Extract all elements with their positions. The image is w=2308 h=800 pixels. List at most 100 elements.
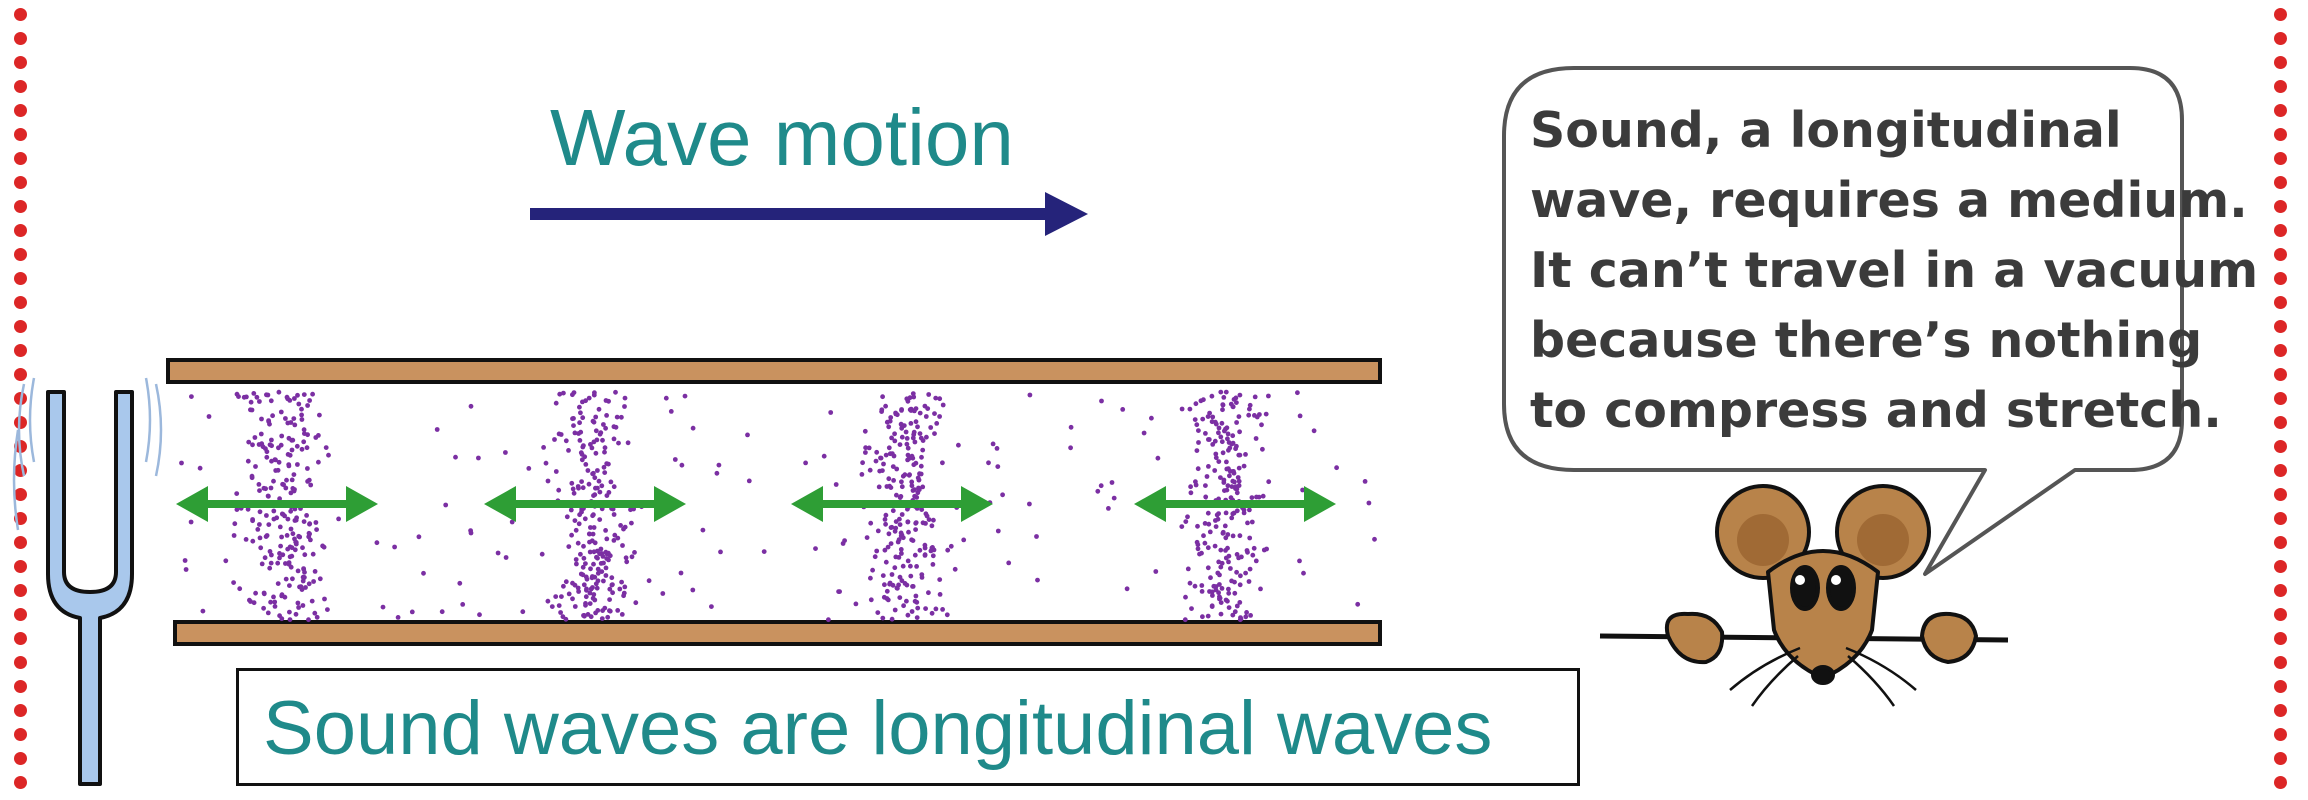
border-dot bbox=[2274, 8, 2287, 21]
air-particle bbox=[283, 561, 288, 566]
air-particle bbox=[952, 566, 958, 572]
air-particle bbox=[256, 482, 262, 487]
air-particle bbox=[1220, 407, 1225, 413]
air-particle bbox=[913, 527, 918, 532]
air-particles bbox=[179, 389, 1377, 623]
air-particle bbox=[875, 528, 881, 534]
air-particle bbox=[919, 454, 924, 460]
border-dot bbox=[14, 704, 27, 717]
air-particle bbox=[1224, 459, 1229, 465]
air-particle bbox=[1212, 438, 1218, 444]
air-particle bbox=[761, 549, 767, 554]
air-particle bbox=[1230, 433, 1236, 439]
air-particle bbox=[602, 445, 608, 451]
air-particle bbox=[1196, 428, 1201, 433]
air-particle bbox=[268, 599, 273, 605]
air-particle bbox=[1311, 428, 1317, 434]
air-particle bbox=[526, 466, 532, 471]
border-dot bbox=[2274, 656, 2287, 669]
air-particle bbox=[1243, 614, 1249, 620]
air-particle bbox=[1213, 584, 1219, 589]
air-particle bbox=[917, 410, 923, 416]
border-dot bbox=[2274, 56, 2287, 69]
air-particle bbox=[842, 538, 847, 543]
air-particle bbox=[261, 605, 266, 611]
air-particle bbox=[280, 512, 286, 517]
air-particle bbox=[1199, 550, 1204, 556]
air-particle bbox=[1192, 417, 1198, 422]
air-particle bbox=[1153, 569, 1159, 574]
air-particle bbox=[559, 594, 564, 599]
air-particle bbox=[251, 391, 257, 396]
air-particle bbox=[250, 517, 256, 522]
air-particle bbox=[940, 402, 946, 408]
air-particle bbox=[940, 607, 945, 612]
air-particle bbox=[1208, 575, 1213, 581]
air-particle bbox=[668, 409, 674, 414]
air-particle bbox=[915, 475, 921, 481]
air-particle bbox=[897, 495, 903, 500]
air-particle bbox=[285, 396, 291, 402]
air-particle bbox=[1241, 507, 1247, 513]
air-particle bbox=[678, 570, 684, 576]
air-particle bbox=[1216, 559, 1222, 565]
air-particle bbox=[1068, 424, 1074, 430]
air-particle bbox=[937, 396, 943, 402]
air-particle bbox=[874, 449, 880, 455]
air-particle bbox=[563, 579, 569, 585]
air-particle bbox=[1218, 434, 1224, 440]
air-particle bbox=[277, 496, 282, 502]
air-particle bbox=[1248, 613, 1253, 618]
air-particle bbox=[878, 455, 884, 461]
air-particle bbox=[619, 612, 625, 617]
air-particle bbox=[1212, 468, 1218, 473]
air-particle bbox=[1206, 521, 1212, 527]
air-particle bbox=[901, 603, 906, 609]
air-particle bbox=[563, 616, 569, 622]
air-particle bbox=[1195, 546, 1201, 552]
air-particle bbox=[610, 590, 615, 596]
air-particle bbox=[553, 594, 559, 599]
air-particle bbox=[1230, 469, 1236, 474]
air-particle bbox=[620, 543, 625, 548]
air-particle bbox=[893, 554, 899, 560]
air-particle bbox=[581, 613, 586, 618]
air-particle bbox=[907, 395, 913, 401]
air-particle bbox=[1200, 416, 1206, 422]
air-particle bbox=[1237, 600, 1243, 605]
air-particle bbox=[304, 513, 309, 518]
air-particle bbox=[1218, 600, 1224, 605]
air-particle bbox=[593, 414, 599, 420]
air-particle bbox=[272, 457, 278, 462]
air-particle bbox=[1216, 430, 1221, 436]
air-particle bbox=[613, 389, 618, 395]
air-particle bbox=[288, 420, 294, 425]
air-particle bbox=[311, 579, 316, 584]
air-particle bbox=[905, 612, 911, 618]
air-particle bbox=[439, 609, 445, 615]
air-particle bbox=[1124, 586, 1130, 592]
air-particle bbox=[923, 606, 928, 611]
speech-line: because there’s nothing bbox=[1530, 312, 2203, 369]
air-particle bbox=[633, 600, 639, 606]
tuning-fork-icon bbox=[12, 377, 163, 786]
air-particle bbox=[940, 460, 945, 466]
air-particle bbox=[821, 453, 827, 459]
air-particle bbox=[1192, 583, 1198, 589]
oscillation-arrow bbox=[1134, 486, 1336, 522]
air-particle bbox=[291, 472, 297, 477]
air-particle bbox=[279, 592, 285, 598]
air-particle bbox=[574, 561, 579, 567]
air-particle bbox=[245, 458, 251, 464]
air-particle bbox=[629, 554, 635, 560]
air-particle bbox=[1205, 510, 1211, 516]
air-particle bbox=[663, 395, 669, 401]
air-particle bbox=[918, 463, 924, 469]
air-particle bbox=[944, 612, 950, 618]
air-particle bbox=[928, 425, 934, 430]
air-particle bbox=[301, 519, 307, 524]
air-particle bbox=[595, 578, 601, 584]
air-particle bbox=[575, 585, 581, 591]
border-dot bbox=[14, 320, 27, 333]
air-particle bbox=[646, 578, 652, 584]
